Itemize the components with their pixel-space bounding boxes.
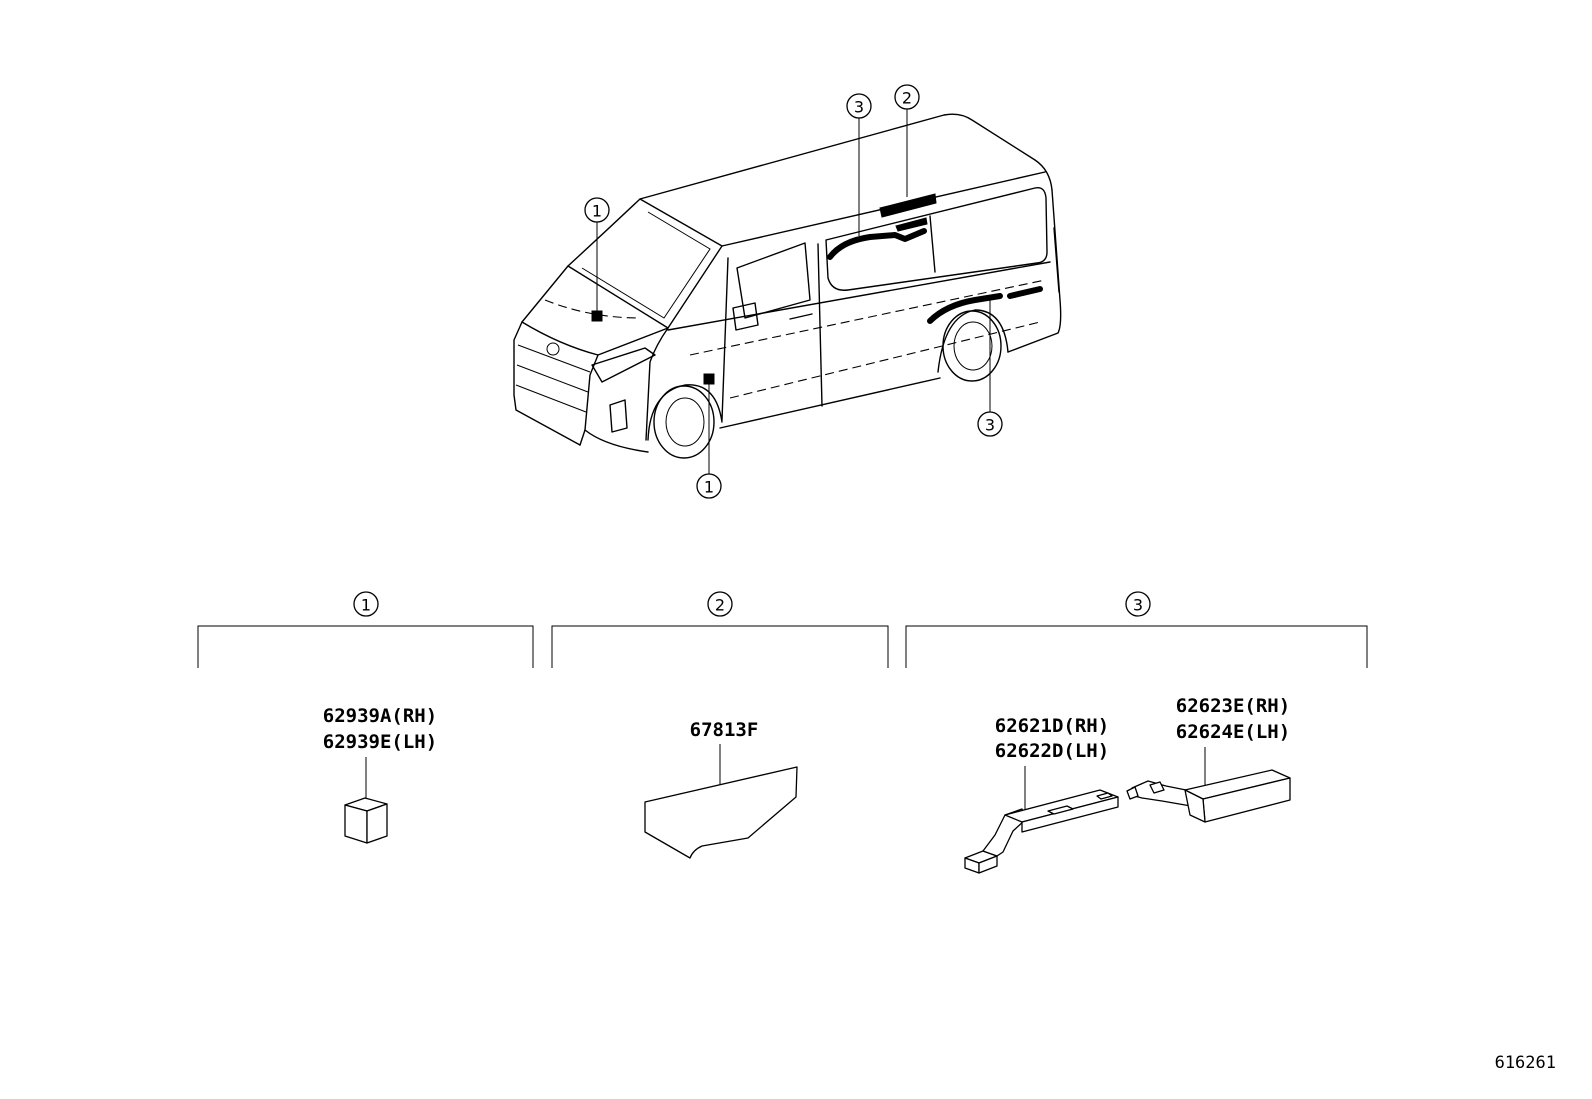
hood-part-marker	[591, 310, 603, 322]
van-front-door-window	[736, 242, 811, 319]
callout-circle	[894, 84, 920, 110]
part-number-67813F[interactable]: 67813F	[690, 719, 759, 741]
van-rocker-line	[719, 377, 941, 429]
callout-hood[interactable]: 1	[584, 197, 610, 223]
van-grille-edge	[579, 354, 599, 446]
group-3-bracket	[905, 625, 1368, 668]
van-window-pillar	[929, 215, 936, 273]
group-2: 2 67813F	[551, 591, 889, 859]
van-side-dashed	[689, 279, 1046, 356]
van-front-wheel-arch	[647, 384, 723, 441]
van-illustration: 1 1 3 2 3	[513, 84, 1062, 499]
part-number-62622D[interactable]: 62622D(LH)	[995, 740, 1109, 762]
group-1: 1 62939A(RH) 62939E(LH)	[197, 591, 534, 844]
van-front-wheel-hub	[665, 397, 705, 447]
van-hood	[521, 265, 669, 356]
fender-part-marker	[703, 373, 715, 385]
van-windshield-inner	[581, 211, 711, 319]
van-roof-edge	[639, 113, 1053, 200]
part-number-62939A[interactable]: 62939A(RH)	[323, 705, 437, 727]
callout-circle	[696, 473, 722, 499]
part-number-62623E[interactable]: 62623E(RH)	[1176, 695, 1290, 717]
part-number-62621D[interactable]: 62621D(RH)	[995, 715, 1109, 737]
van-emblem	[546, 342, 560, 356]
group-2-bracket	[551, 625, 889, 668]
van-door-gap	[817, 243, 823, 407]
van-door-handle	[789, 313, 813, 320]
lower-molding-part-marker	[927, 293, 1003, 324]
rocker-molding-part	[1126, 769, 1291, 823]
figure-number: 616261	[1495, 1053, 1556, 1073]
callout-number: 3	[985, 416, 995, 435]
group-3-number: 3	[1133, 596, 1143, 615]
van-side-dashed	[729, 321, 1041, 399]
group-1-bracket	[197, 625, 534, 668]
van-rear-wheel	[942, 310, 1002, 382]
van-beltline	[667, 261, 1051, 331]
van-hood-dashed	[544, 299, 641, 319]
group-1-circle	[353, 591, 379, 617]
callout-number: 3	[854, 98, 864, 117]
callout-number: 1	[704, 478, 714, 497]
van-front-wheel	[653, 385, 715, 459]
group-3: 3 62621D(RH) 62622D(LH) 62623E(RH) 62624…	[905, 591, 1368, 874]
group-2-circle	[707, 591, 733, 617]
van-grille-bar	[515, 384, 587, 413]
part-number-62624E[interactable]: 62624E(LH)	[1176, 721, 1290, 743]
callout-number: 1	[592, 202, 602, 221]
van-windshield	[567, 198, 723, 329]
callout-circle	[584, 197, 610, 223]
quarter-panel-part-marker	[879, 193, 937, 218]
part-number-62939E[interactable]: 62939E(LH)	[323, 731, 437, 753]
callout-fender[interactable]: 1	[696, 473, 722, 499]
van-front-face	[513, 321, 581, 446]
lower-molding-part-marker-rear	[1007, 286, 1043, 299]
callout-lower-molding[interactable]: 3	[977, 411, 1003, 437]
callout-circle	[846, 93, 872, 119]
callout-quarter-panel[interactable]: 2	[894, 84, 920, 110]
van-rear-wheel-hub	[953, 321, 993, 371]
quarter-panel-part-marker-lower	[895, 217, 928, 232]
van-front-bumper	[584, 429, 649, 453]
group-1-number: 1	[361, 596, 371, 615]
van-side-window	[825, 187, 1048, 291]
callout-circle	[977, 411, 1003, 437]
group-3-circle	[1125, 591, 1151, 617]
quarter-panel-insulator-part	[644, 766, 798, 859]
van-front-door-edge	[721, 257, 729, 421]
van-headlight	[591, 347, 656, 383]
callout-number: 2	[902, 89, 912, 108]
insulator-block-part	[344, 797, 388, 844]
van-rear-edge	[1007, 189, 1062, 353]
callout-upper-molding[interactable]: 3	[846, 93, 872, 119]
van-rear-lamp	[1053, 227, 1060, 293]
van-side-mirror	[732, 302, 759, 331]
van-grille-bar	[517, 344, 591, 373]
group-2-number: 2	[715, 596, 725, 615]
upper-molding-part-marker	[827, 228, 927, 260]
van-fog-light	[609, 399, 628, 433]
wheel-house-molding-part	[964, 789, 1119, 874]
van-a-pillar-fender	[645, 327, 669, 441]
van-grille-bar	[516, 364, 589, 393]
